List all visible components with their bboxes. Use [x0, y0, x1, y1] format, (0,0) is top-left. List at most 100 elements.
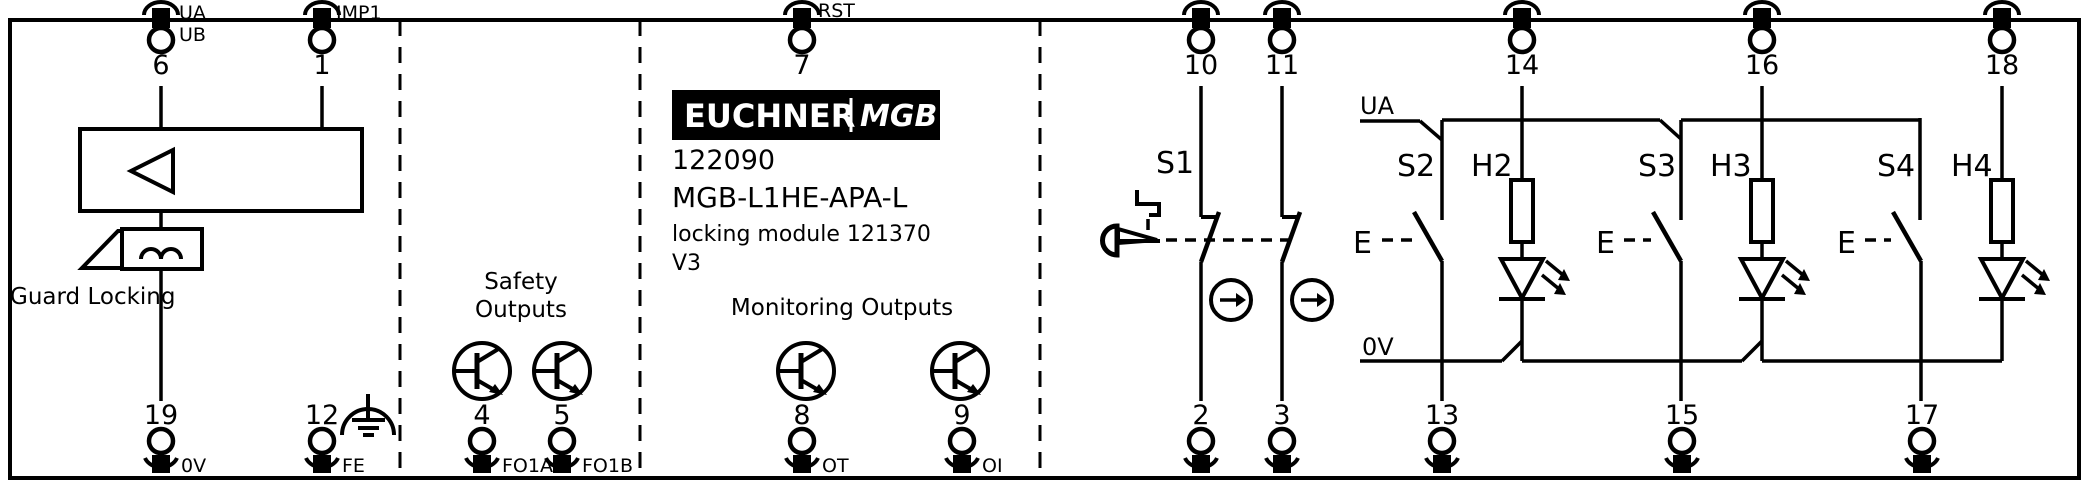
terminal-pin [1273, 455, 1291, 473]
s2-label: S2 [1397, 149, 1435, 184]
terminal-pin [1273, 8, 1291, 28]
product-info: EUCHNER MGB 122090 MGB-L1HE-APA-L lockin… [672, 90, 940, 276]
terminal-number: 17 [1905, 400, 1939, 431]
transistor-arrow [489, 384, 503, 395]
h2-label: H2 [1471, 149, 1513, 184]
rail-tap-blade [1500, 339, 1524, 363]
terminal-top-11: 11 [1263, 0, 1301, 81]
terminal-number: 10 [1184, 50, 1218, 81]
transistor-output-icon [930, 341, 990, 401]
terminal-number: 13 [1425, 400, 1459, 431]
terminal-circle [1186, 25, 1216, 55]
resistor-icon [1749, 178, 1775, 244]
terminal-label: 0V [181, 455, 206, 477]
logo-box [672, 90, 940, 140]
terminal-circle [467, 426, 497, 456]
terminal-label: FE [342, 455, 365, 477]
terminal-pin [1993, 8, 2011, 28]
terminal-circle [1267, 25, 1297, 55]
terminal-circle [1747, 25, 1777, 55]
s3-label: S3 [1638, 149, 1676, 184]
h2-lamp-circuit: H2 [1471, 86, 1570, 361]
terminal-pin [1513, 8, 1531, 28]
terminal-circle [1907, 426, 1937, 456]
transistor-collector [475, 346, 502, 364]
light-arrow [2020, 273, 2041, 291]
actuation-direction-icon [1209, 278, 1253, 322]
terminal-circle [1667, 426, 1697, 456]
terminal-circle [787, 25, 817, 55]
light-arrow [1540, 273, 1561, 291]
terminal-pin [473, 455, 491, 473]
direction-arrow-head [1317, 293, 1327, 307]
product-type: MGB-L1HE-APA-L [672, 181, 908, 214]
terminal-pin [313, 8, 331, 28]
cable-hook-icon [1983, 0, 2021, 16]
light-arrow-head [1554, 283, 1566, 295]
light-arrow-head [2034, 283, 2046, 295]
cable-hook-icon [1182, 0, 1220, 16]
e-actuation-label: E [1837, 226, 1856, 261]
s3-pushbutton: S3 E [1596, 120, 1683, 401]
solenoid-box [120, 227, 204, 271]
terminal-pin [953, 455, 971, 473]
terminal-number: 1 [313, 50, 330, 81]
light-arrow [1780, 273, 1801, 291]
led-icon [1497, 257, 1547, 303]
terminal-circle [146, 25, 176, 55]
terminal-label: UA [179, 2, 206, 24]
terminal-label: IMP1 [336, 2, 382, 24]
contact-blade [1891, 210, 1923, 263]
terminal-number: 11 [1265, 50, 1299, 81]
terminal-circle [947, 426, 977, 456]
product-version: V3 [672, 251, 701, 276]
monitoring-outputs: Monitoring Outputs [731, 295, 990, 401]
terminal-number: 3 [1273, 400, 1290, 431]
terminal-number: 14 [1505, 50, 1539, 81]
terminal-number: 9 [953, 400, 970, 431]
terminal-circle [1427, 426, 1457, 456]
transistor-arrow [569, 384, 583, 395]
ua-rail: UA [1360, 92, 1920, 142]
transistor-arrow [813, 384, 827, 395]
cable-hook-icon [143, 457, 179, 470]
light-arrow [1544, 259, 1565, 277]
led-light-arrows-icon [1780, 259, 1810, 295]
terminal-bottom-4: 4 FO1A [464, 400, 553, 477]
h3-lamp-circuit: H3 [1710, 86, 1810, 361]
led-icon [1977, 257, 2027, 303]
terminal-circle [307, 25, 337, 55]
terminal-label: FO1A [502, 455, 553, 477]
terminal-circle [1267, 426, 1297, 456]
h4-lamp-circuit: H4 [1951, 86, 2050, 361]
zero-v-rail-label: 0V [1362, 333, 1394, 361]
terminal-pin [793, 455, 811, 473]
transistor-output-icon [776, 341, 836, 401]
transistor-collector [799, 346, 826, 364]
led-light-arrows-icon [2020, 259, 2050, 295]
terminal-number: 15 [1665, 400, 1699, 431]
terminal-top-1: 1 IMP1 [303, 0, 382, 81]
light-arrow [2024, 259, 2045, 277]
terminal-number: 16 [1745, 50, 1779, 81]
terminal-pin [1753, 8, 1771, 28]
cable-hook-icon [1264, 457, 1300, 470]
terminal-bottom-9: 9 OI [944, 400, 1003, 477]
terminal-pin [152, 8, 170, 28]
safety-outputs-label-2: Outputs [475, 297, 567, 323]
terminal-bottom-15: 15 [1664, 400, 1700, 473]
e-actuation-label: E [1353, 226, 1372, 261]
terminal-label: RST [818, 0, 855, 22]
earth-arc [340, 407, 396, 436]
cable-hook-icon [783, 0, 821, 16]
contact-blade [1279, 211, 1303, 263]
terminal-bottom-5: 5 FO1B [544, 400, 633, 477]
cable-hook-icon [544, 457, 580, 470]
terminal-number: 6 [152, 50, 169, 81]
terminal-top-10: 10 [1182, 0, 1220, 81]
terminal-bottom-13: 13 [1424, 400, 1460, 473]
contact-blade [1651, 210, 1683, 263]
s2-pushbutton: S2 E [1353, 120, 1444, 401]
transistor-output-icon [532, 341, 592, 401]
actuation-direction-icon [1290, 278, 1334, 322]
